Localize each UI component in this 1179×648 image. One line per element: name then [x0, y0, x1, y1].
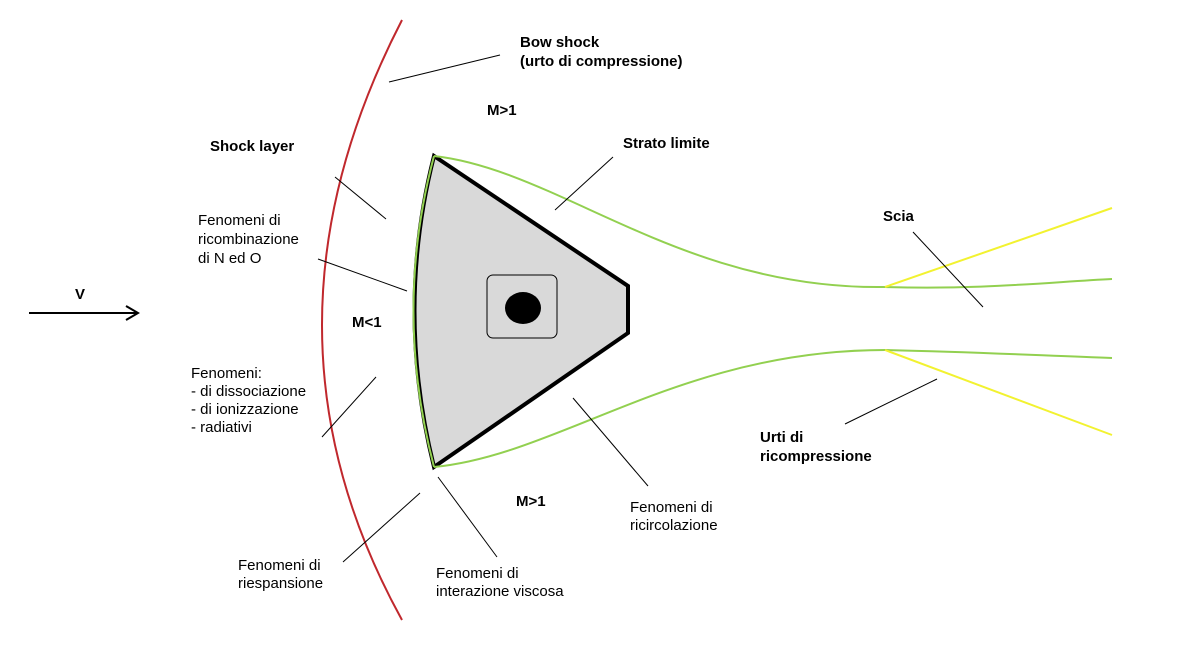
payload-box: [486, 274, 558, 339]
leader-scia: [912, 231, 984, 308]
boundary-layer-lower: [433, 348, 1113, 468]
label-velocity: V: [75, 286, 85, 303]
boundary-layer-curves: [412, 155, 1113, 468]
label-riespansione-1: Fenomeni di: [238, 557, 321, 574]
label-strato-limite: Strato limite: [623, 135, 710, 152]
label-riespansione-2: riespansione: [238, 575, 323, 592]
label-dissociazione-1: Fenomeni:: [191, 365, 262, 382]
leader-shock-layer: [334, 176, 387, 220]
label-bow-shock: Bow shock: [520, 34, 600, 51]
leader-riespansione: [342, 492, 421, 563]
label-dissociazione-4: - radiativi: [191, 419, 252, 436]
boundary-layer-upper: [433, 155, 1113, 289]
label-ricircolazione-2: ricircolazione: [630, 517, 718, 534]
leader-ricircolazione: [572, 397, 649, 487]
leader-urti: [844, 378, 938, 425]
recompression-shock-upper: [884, 207, 1113, 288]
recompression-shock-lower: [884, 349, 1113, 436]
leader-ricombinazione: [317, 258, 408, 292]
velocity-arrow: [29, 305, 140, 321]
label-urti-2: ricompressione: [760, 448, 872, 465]
label-ricombinazione-1: Fenomeni di: [198, 212, 281, 229]
label-ricombinazione-2: ricombinazione: [198, 231, 299, 248]
label-bow-shock-sub: (urto di compressione): [520, 53, 683, 70]
leader-dissociazione: [321, 376, 377, 438]
recompression-shocks: [884, 207, 1113, 436]
leader-strato-limite: [554, 156, 614, 211]
label-viscosa-1: Fenomeni di: [436, 565, 519, 582]
label-mach-top: M>1: [487, 102, 517, 119]
label-mach-subsonic: M<1: [352, 314, 382, 331]
label-viscosa-2: interazione viscosa: [436, 583, 564, 600]
bow-shock-curve: [321, 19, 403, 621]
leader-bow-shock: [388, 54, 501, 83]
label-dissociazione-2: - di dissociazione: [191, 383, 306, 400]
label-ricircolazione-1: Fenomeni di: [630, 499, 713, 516]
label-mach-bottom: M>1: [516, 493, 546, 510]
forebody-layer: [412, 155, 435, 468]
label-dissociazione-3: - di ionizzazione: [191, 401, 299, 418]
payload-core: [505, 292, 541, 324]
leader-viscosa: [437, 476, 498, 558]
label-ricombinazione-3: di N ed O: [198, 250, 261, 267]
label-scia: Scia: [883, 208, 915, 225]
label-shock-layer: Shock layer: [210, 138, 294, 155]
leader-lines: [317, 54, 984, 563]
label-urti-1: Urti di: [760, 429, 803, 446]
